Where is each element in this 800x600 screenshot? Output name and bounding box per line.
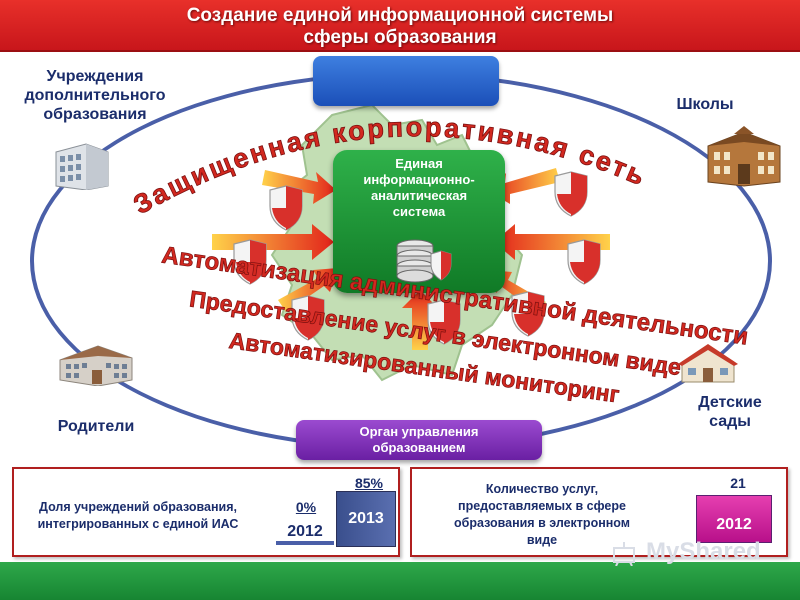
e-services-caption: Количество услуг, предоставляемых в сфер… xyxy=(453,482,631,547)
arrow-left-middle xyxy=(212,224,334,260)
value-2013-percent: 85% xyxy=(354,475,384,491)
school-building-icon xyxy=(707,126,781,187)
page-title-line-1: Создание единой информационной системы xyxy=(186,5,614,26)
label-kindergartens: Детские сады xyxy=(698,394,762,430)
arrow-left-top xyxy=(262,170,336,204)
bar-2013: 2013 xyxy=(336,491,396,547)
integration-share-panel: Доля учреждений образования, интегрирова… xyxy=(12,467,400,557)
integration-share-caption: Доля учреждений образования, интегрирова… xyxy=(37,500,239,531)
label-schools: Школы xyxy=(676,96,734,113)
database-icon xyxy=(396,239,452,283)
office-building-icon xyxy=(55,143,109,190)
watermark-logo-icon xyxy=(613,542,635,566)
watermark-text: MyShared xyxy=(646,538,761,565)
header-banner: Создание единой информационной системы с… xyxy=(0,0,800,52)
footer-bar xyxy=(0,562,800,600)
central-system-box[interactable]: Единая информационно- аналитическая сист… xyxy=(333,150,505,293)
residential-building-icon xyxy=(59,345,133,386)
year-2012-label: 2012 xyxy=(276,523,334,545)
arrow-right-top xyxy=(488,168,560,204)
e-services-value: 21 xyxy=(730,475,746,491)
bar-2012: 2012 xyxy=(696,495,772,543)
page-title-line-2: сферы образования xyxy=(303,27,497,48)
value-2012-percent: 0% xyxy=(295,499,317,515)
education-authority-button[interactable]: Орган управления образованием xyxy=(296,420,542,460)
arrow-right-middle xyxy=(494,224,610,260)
e-services-count-panel: Количество услуг, предоставляемых в сфер… xyxy=(410,467,788,557)
central-system-label: Единая информационно- аналитическая сист… xyxy=(363,156,475,219)
top-node-button[interactable] xyxy=(313,56,499,106)
kindergarten-house-icon xyxy=(678,344,738,383)
label-parents: Родители xyxy=(57,418,135,435)
label-additional-education: Учреждения дополнительного образования xyxy=(24,68,166,123)
